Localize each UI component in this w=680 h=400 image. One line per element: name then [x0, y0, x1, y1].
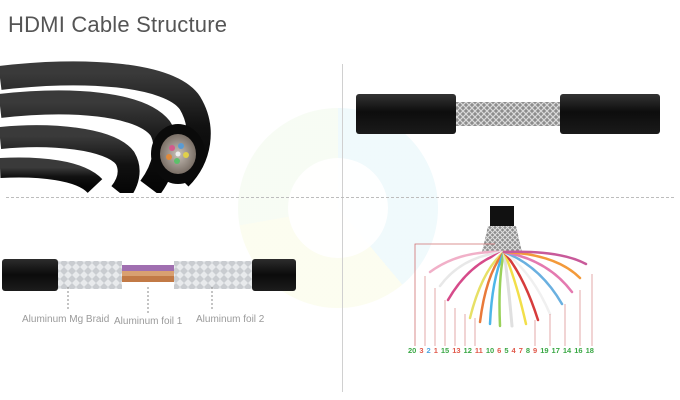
pin-number: 20 [408, 346, 417, 355]
pin-number: 4 [511, 346, 516, 355]
label-aluminum-mg-braid: Aluminum Mg Braid [22, 314, 110, 325]
pin-number: 8 [525, 346, 531, 355]
vertical-divider [342, 64, 343, 392]
label-aluminum-foil-2: Aluminum foil 2 [196, 314, 265, 325]
horizontal-divider [6, 197, 674, 198]
pin-number: 9 [533, 346, 538, 355]
pin-number: 17 [551, 346, 560, 355]
pin-number: 19 [540, 346, 549, 355]
page-title: HDMI Cable Structure [8, 12, 228, 37]
pin-number: 18 [585, 346, 594, 355]
coiled-cable-photo [0, 61, 211, 193]
layered-cable-photo [2, 259, 296, 291]
label-aluminum-foil-1: Aluminum foil 1 [114, 316, 183, 327]
fanned-wires-photo [414, 206, 593, 346]
pin-number: 2 [426, 346, 431, 355]
pin-number: 11 [474, 346, 483, 355]
pin-number: 7 [518, 346, 523, 355]
pin-number: 12 [463, 346, 472, 355]
pin-number: 16 [574, 346, 583, 355]
pin-number: 6 [497, 346, 502, 355]
layer-callout-lines [67, 287, 213, 313]
braided-cable-photo [356, 94, 660, 134]
watermark-logo-center [288, 158, 388, 258]
pin-number: 1 [433, 346, 438, 355]
pin-number: 15 [440, 346, 450, 355]
pin-number: 14 [562, 346, 572, 355]
pin-number: 13 [452, 346, 461, 355]
pin-number: 3 [419, 346, 424, 355]
pin-number: 5 [504, 346, 509, 355]
pin-number: 10 [485, 346, 495, 355]
